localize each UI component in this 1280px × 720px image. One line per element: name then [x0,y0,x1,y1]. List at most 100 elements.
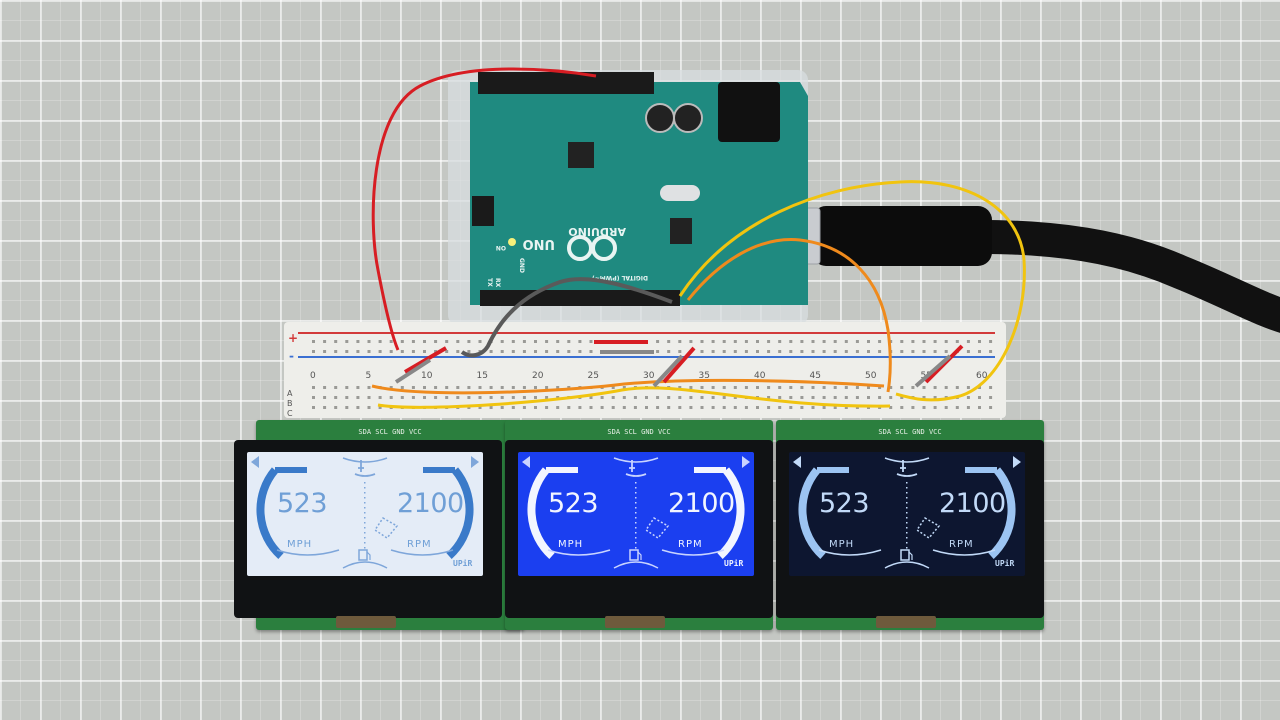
rpm-gauge-arc [988,467,1016,559]
breadboard-hole [656,396,660,399]
header-top [478,72,654,94]
breadboard-hole [633,406,637,409]
breadboard-hole [545,396,549,399]
breadboard-hole [700,340,704,343]
breadboard-hole [678,386,682,389]
breadboard-hole [844,350,848,353]
breadboard-hole [900,406,904,409]
breadboard-hole [933,386,937,389]
breadboard-hole [855,396,859,399]
breadboard-hole [811,386,815,389]
center-dot [635,542,637,544]
speed-gauge-arc [256,467,284,559]
breadboard-hole [511,340,515,343]
breadboard-hole [456,396,460,399]
breadboard-hole [944,406,948,409]
breadboard-hole [811,340,815,343]
breadboard-hole [911,340,915,343]
breadboard-hole [622,386,626,389]
center-dot [635,482,637,484]
breadboard-hole [700,350,704,353]
breadboard-hole [989,340,993,343]
breadboard-hole [989,406,993,409]
breadboard-hole [345,386,349,389]
breadboard-hole [534,396,537,399]
display-screen: 523 2100 MPH RPM UPiR [789,452,1025,576]
breadboard-hole [767,396,771,399]
rpm-bracket [390,549,454,556]
breadboard-hole [567,350,571,353]
breadboard-hole [323,396,327,399]
breadboard-hole [467,396,471,399]
gnd-label: GND [518,258,525,273]
bottom-bracket [884,561,930,569]
breadboard-hole [323,386,327,389]
breadboard-hole [867,386,870,389]
breadboard-hole [822,406,826,409]
breadboard-hole [545,386,549,389]
jumper-gray [652,354,684,388]
breadboard-hole [622,396,626,399]
breadboard-hole [611,386,615,389]
breadboard-hole [578,350,582,353]
breadboard-hole [722,406,726,409]
center-dot [906,492,908,494]
column-number: 10 [421,371,433,381]
breadboard-hole [978,396,981,399]
breadboard-hole [833,396,837,399]
breadboard-hole [911,406,915,409]
breadboard-hole [811,406,815,409]
breadboard-hole [356,396,360,399]
breadboard-hole [522,340,526,343]
wire-yellow-bus [377,386,891,409]
breadboard-hole [878,350,882,353]
row-letter: B [287,399,293,408]
on-led [508,238,516,246]
left-arrow-icon [251,456,259,468]
mcu-chip [568,142,594,168]
breadboard-hole [700,396,704,399]
display-screen: 523 2100 MPH RPM UPiR [518,452,754,576]
breadboard-hole [844,396,848,399]
breadboard-hole [744,340,748,343]
breadboard-hole [545,340,549,343]
breadboard-hole [689,340,693,343]
pin-label: SDA SCL GND VCC [358,428,422,436]
breadboard-hole [622,406,626,409]
breadboard-hole [534,406,537,409]
center-dot [906,482,908,484]
road-graphic [373,517,399,539]
rpm-gauge-arc [717,467,745,559]
breadboard-hole [434,386,438,389]
breadboard-hole [911,386,915,389]
breadboard-hole [767,386,771,389]
breadboard-hole [567,386,571,389]
breadboard-hole [744,386,748,389]
breadboard-hole [922,396,926,399]
breadboard-hole [756,386,759,389]
center-dot [906,517,908,519]
center-dot [635,487,637,489]
rpm-bracket [661,549,725,556]
breadboard-hole [700,386,704,389]
breadboard-hole [411,396,415,399]
jumper-red [403,346,448,374]
center-dot [635,517,637,519]
speed-value: 523 [548,488,599,519]
breadboard-hole [489,406,493,409]
center-dot [906,487,908,489]
breadboard-hole [711,386,715,389]
breadboard-hole [445,396,449,399]
breadboard-hole [855,340,859,343]
breadboard-hole [522,406,526,409]
gauge-graphics [522,456,750,569]
center-dot [906,542,908,544]
center-dot [906,512,908,514]
breadboard-hole [667,396,671,399]
speed-gauge-arc [527,467,555,559]
top-bracket [342,457,388,463]
center-dot [635,502,637,504]
rail-minus-label: - [289,349,294,363]
breadboard-hole [356,340,360,343]
breadboard-hole [722,340,726,343]
